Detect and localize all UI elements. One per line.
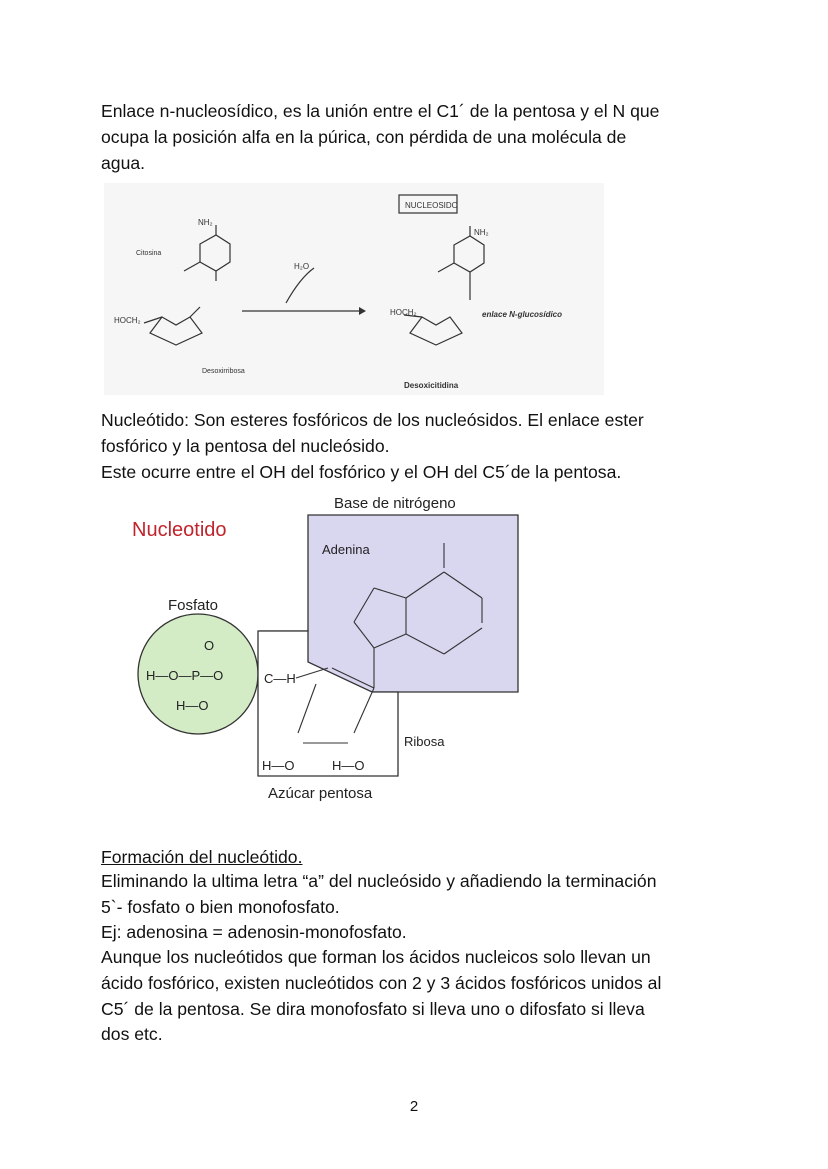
section-line-7: dos etc. — [101, 1024, 163, 1044]
intro-line-2: ocupa la posición alfa en la púrica, con… — [101, 127, 627, 147]
hoch2-left: HOCH₂ — [114, 316, 141, 325]
glycosidic-bond-label: enlace N-glucosídico — [482, 310, 562, 319]
section-line-3: Ej: adenosina = adenosin-monofosfato. — [101, 922, 407, 942]
nucleotide-line-3: Este ocurre entre el OH del fosfórico y … — [101, 462, 622, 482]
nucleotide-structure-figure: Nucleotido Base de nitrógeno Adenina Fos… — [132, 495, 519, 802]
deoxycytidine-label: Desoxicitidina — [404, 381, 459, 390]
nh2-right: NH₂ — [474, 228, 489, 237]
water-label: H₂O — [294, 262, 309, 271]
intro-line-3: agua. — [101, 153, 146, 173]
ribose-label: Ribosa — [404, 734, 445, 749]
base-title: Base de nitrógeno — [334, 495, 456, 512]
svg-text:H—O—P—O: H—O—P—O — [146, 668, 223, 683]
nucleotide-title: Nucleotido — [132, 519, 227, 541]
section-line-4: Aunque los nucleótidos que forman los ác… — [101, 947, 651, 967]
section-line-1: Eliminando la ultima letra “a” del nucle… — [101, 871, 657, 891]
svg-text:H—O: H—O — [176, 698, 209, 713]
phosphate-label: Fosfato — [168, 597, 218, 614]
section-line-5: ácido fosfórico, existen nucleótidos con… — [101, 973, 662, 993]
svg-text:H—O: H—O — [262, 758, 295, 773]
deoxyribose-label: Desoxirribosa — [202, 368, 245, 375]
sugar-title: Azúcar pentosa — [268, 785, 373, 802]
section-line-2: 5`- fosfato o bien monofosfato. — [101, 897, 340, 917]
section-line-6: C5´ de la pentosa. Se dira monofosfato s… — [101, 999, 645, 1019]
intro-line-1: Enlace n-nucleosídico, es la unión entre… — [101, 101, 660, 121]
page-number: 2 — [409, 1098, 419, 1115]
cytosine-label: Citosina — [136, 250, 161, 257]
nucleoside-header: NUCLEOSIDO — [405, 201, 458, 210]
hoch2-right: HOCH₂ — [390, 308, 417, 317]
nucleotide-line-2: fosfórico y la pentosa del nucleósido. — [101, 436, 390, 456]
svg-text:O: O — [204, 638, 214, 653]
nh2-left: NH₂ — [198, 218, 213, 227]
svg-text:H—O: H—O — [332, 758, 365, 773]
base-name: Adenina — [322, 542, 370, 557]
nucleoside-formation-figure: Citosina NH₂ HOCH₂ Desoxirribosa H₂O NUC… — [104, 183, 604, 395]
svg-text:C—H: C—H — [264, 671, 296, 686]
section-heading: Formación del nucleótido. — [101, 847, 303, 867]
nucleotide-line-1: Nucleótido: Son esteres fosfóricos de lo… — [101, 410, 644, 430]
